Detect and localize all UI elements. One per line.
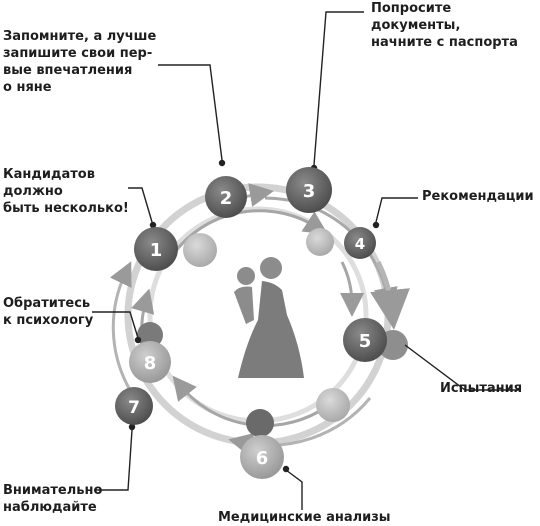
cycle-connector-dots — [137, 228, 408, 437]
couple-silhouette-icon — [234, 257, 304, 378]
step-7: 7 — [115, 387, 153, 425]
step-3: 3 — [286, 167, 332, 213]
step-8: 8 — [129, 341, 171, 383]
svg-text:5: 5 — [359, 331, 372, 352]
label-trials: Испытания — [440, 381, 523, 396]
svg-text:1: 1 — [150, 240, 163, 261]
label-remember: Запомните, а лучше запишите свои пер- вы… — [3, 29, 157, 95]
label-psychologist: Обратитесь к психологу — [3, 296, 94, 328]
label-candidates: Кандидатов должно быть несколько! — [3, 167, 129, 216]
svg-text:8: 8 — [144, 353, 157, 374]
label-recommendations: Рекомендации — [422, 189, 534, 204]
svg-text:2: 2 — [220, 188, 233, 209]
step-4: 4 — [344, 227, 376, 259]
svg-text:7: 7 — [128, 398, 140, 418]
label-documents: Попросите документы, начните с паспорта — [371, 1, 518, 50]
svg-text:4: 4 — [355, 235, 365, 253]
svg-text:6: 6 — [256, 448, 269, 469]
step-badges: 1 2 3 4 5 6 7 8 — [115, 167, 387, 479]
step-1: 1 — [134, 227, 178, 271]
leader-lines — [92, 11, 520, 510]
label-medical: Медицинские анализы — [218, 510, 391, 525]
step-2: 2 — [205, 176, 247, 218]
step-5: 5 — [343, 318, 387, 362]
label-watch: Внимательно наблюдайте — [3, 483, 103, 515]
step-6: 6 — [240, 435, 284, 479]
svg-text:3: 3 — [303, 181, 316, 202]
